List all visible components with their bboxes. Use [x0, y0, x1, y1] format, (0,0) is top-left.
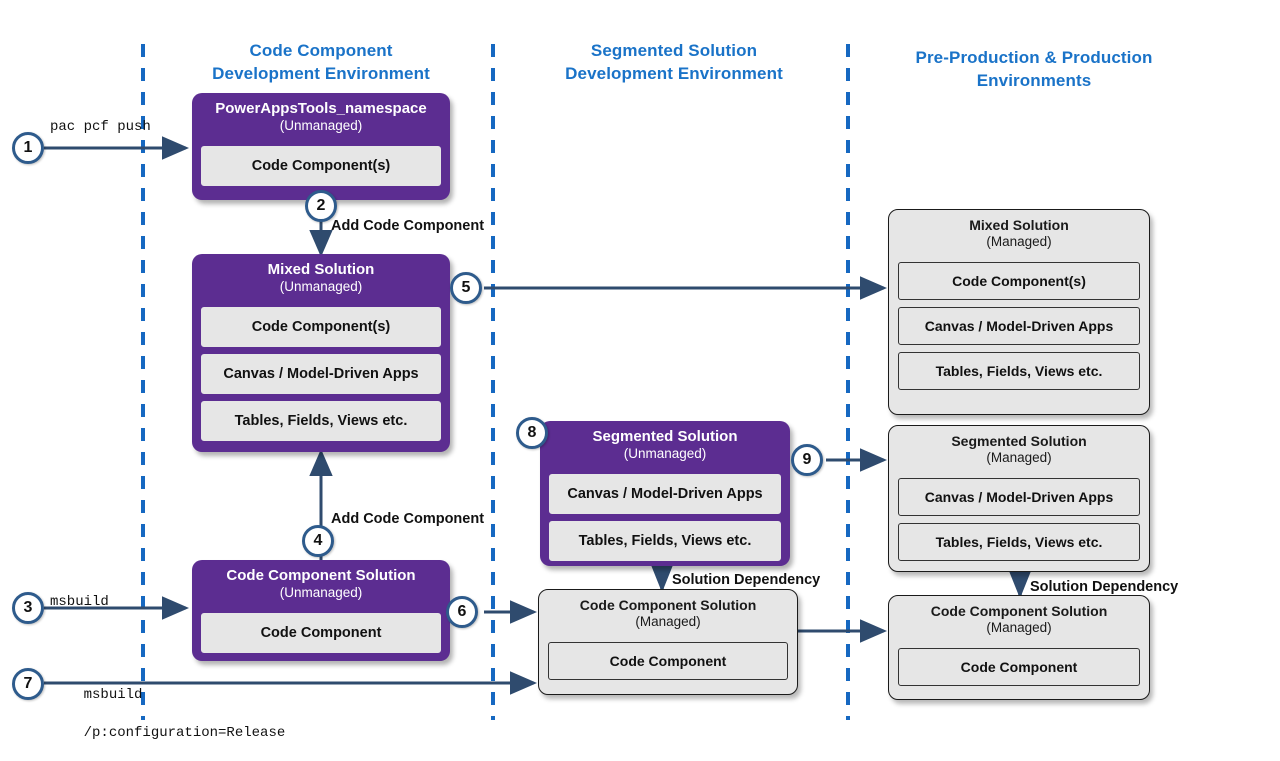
label-add-code-component-bottom: Add Code Component	[331, 511, 485, 527]
box-title-text: Code Component Solution	[930, 603, 1108, 619]
box-subtitle: (Managed)	[635, 613, 701, 629]
label-add-code-component-top: Add Code Component	[331, 218, 485, 234]
heading-line-1: Code Component	[249, 41, 393, 60]
box-item[interactable]: Canvas / Model-Driven Apps	[549, 473, 781, 514]
box-mixed-solution-unmanaged[interactable]: Mixed Solution (Unmanaged) Code Componen…	[192, 254, 450, 452]
box-item[interactable]: Canvas / Model-Driven Apps	[898, 306, 1140, 345]
step-badge-5[interactable]: 5	[450, 272, 482, 304]
box-item[interactable]: Code Component(s)	[201, 145, 441, 186]
box-powerappstools-namespace[interactable]: PowerAppsTools_namespace (Unmanaged) Cod…	[192, 93, 450, 200]
box-subtitle: (Unmanaged)	[279, 118, 363, 133]
box-item[interactable]: Tables, Fields, Views etc.	[898, 522, 1140, 561]
column-heading-segmented-dev: Segmented Solution Development Environme…	[533, 39, 815, 86]
box-code-component-solution-managed-mid[interactable]: Code Component Solution (Managed) Code C…	[538, 589, 798, 695]
label-pac-pcf-push: pac pcf push	[50, 119, 151, 135]
box-items: Code Component	[192, 602, 450, 662]
box-items: Canvas / Model-Driven Apps Tables, Field…	[889, 467, 1149, 570]
box-items: Code Component(s) Canvas / Model-Driven …	[889, 251, 1149, 399]
box-item[interactable]: Canvas / Model-Driven Apps	[898, 477, 1140, 516]
box-item[interactable]: Tables, Fields, Views etc.	[201, 400, 441, 441]
heading-line-1: Pre-Production & Production	[915, 48, 1153, 67]
box-subtitle: (Unmanaged)	[279, 585, 363, 600]
box-item[interactable]: Code Component	[201, 612, 441, 653]
box-items: Code Component(s)	[192, 135, 450, 195]
box-items: Code Component(s) Canvas / Model-Driven …	[192, 296, 450, 450]
heading-line-2: Environments	[976, 71, 1092, 91]
step-badge-2[interactable]: 2	[305, 190, 337, 222]
box-item[interactable]: Canvas / Model-Driven Apps	[201, 353, 441, 394]
box-segmented-solution-managed[interactable]: Segmented Solution (Managed) Canvas / Mo…	[888, 425, 1150, 572]
box-items: Code Component	[889, 637, 1149, 695]
step-badge-4[interactable]: 4	[302, 525, 334, 557]
box-title: Mixed Solution (Managed)	[889, 210, 1149, 251]
step-badge-9[interactable]: 9	[791, 444, 823, 476]
label-solution-dependency-right: Solution Dependency	[1030, 579, 1179, 595]
step-badge-8[interactable]: 8	[516, 417, 548, 449]
box-subtitle: (Managed)	[986, 619, 1052, 635]
column-heading-pre-prod-prod: Pre-Production & Production Environments	[888, 46, 1180, 93]
box-title: PowerAppsTools_namespace (Unmanaged)	[192, 93, 450, 135]
column-heading-code-component-dev: Code Component Development Environment	[180, 39, 462, 86]
box-items: Code Component	[539, 631, 797, 689]
box-subtitle: (Unmanaged)	[623, 446, 707, 461]
box-subtitle: (Unmanaged)	[279, 279, 363, 294]
label-msbuild-release-line-1: msbuild	[83, 686, 143, 703]
label-msbuild-release: msbuild /p:configuration=Release	[50, 667, 286, 761]
box-title-text: Mixed Solution	[267, 261, 375, 278]
label-solution-dependency-mid: Solution Dependency	[672, 572, 821, 588]
box-item[interactable]: Tables, Fields, Views etc.	[549, 520, 781, 561]
box-subtitle: (Managed)	[986, 233, 1052, 249]
heading-line-2: Development Environment	[565, 64, 783, 84]
box-item[interactable]: Code Component(s)	[898, 261, 1140, 300]
heading-line-2: Development Environment	[212, 64, 430, 84]
box-item[interactable]: Code Component(s)	[201, 306, 441, 347]
box-title-text: Segmented Solution	[592, 428, 738, 445]
step-badge-6[interactable]: 6	[446, 596, 478, 628]
box-code-component-solution-unmanaged[interactable]: Code Component Solution (Unmanaged) Code…	[192, 560, 450, 661]
box-title: Segmented Solution (Unmanaged)	[540, 421, 790, 463]
box-title: Code Component Solution (Managed)	[539, 590, 797, 631]
box-title-text: Code Component Solution	[226, 567, 416, 584]
box-code-component-solution-managed-right[interactable]: Code Component Solution (Managed) Code C…	[888, 595, 1150, 700]
box-title: Code Component Solution (Managed)	[889, 596, 1149, 637]
label-msbuild-release-line-2: /p:configuration=Release	[83, 724, 286, 741]
box-items: Canvas / Model-Driven Apps Tables, Field…	[540, 463, 790, 570]
step-badge-7[interactable]: 7	[12, 668, 44, 700]
box-item[interactable]: Tables, Fields, Views etc.	[898, 351, 1140, 390]
diagram-canvas: Code Component Development Environment S…	[12, 39, 1180, 741]
step-badge-3[interactable]: 3	[12, 592, 44, 624]
box-title: Segmented Solution (Managed)	[889, 426, 1149, 467]
box-title-text: Segmented Solution	[951, 433, 1087, 449]
box-title-text: Code Component Solution	[579, 597, 757, 613]
box-segmented-solution-unmanaged[interactable]: Segmented Solution (Unmanaged) Canvas / …	[540, 421, 790, 566]
step-badge-1[interactable]: 1	[12, 132, 44, 164]
box-title: Code Component Solution (Unmanaged)	[192, 560, 450, 602]
box-title-text: PowerAppsTools_namespace	[215, 100, 427, 117]
box-item[interactable]: Code Component	[548, 641, 788, 680]
box-subtitle: (Managed)	[986, 449, 1052, 465]
box-item[interactable]: Code Component	[898, 647, 1140, 686]
label-msbuild: msbuild	[50, 594, 109, 610]
heading-line-1: Segmented Solution	[590, 41, 758, 60]
box-mixed-solution-managed[interactable]: Mixed Solution (Managed) Code Component(…	[888, 209, 1150, 415]
box-title-text: Mixed Solution	[969, 217, 1069, 233]
box-title: Mixed Solution (Unmanaged)	[192, 254, 450, 296]
